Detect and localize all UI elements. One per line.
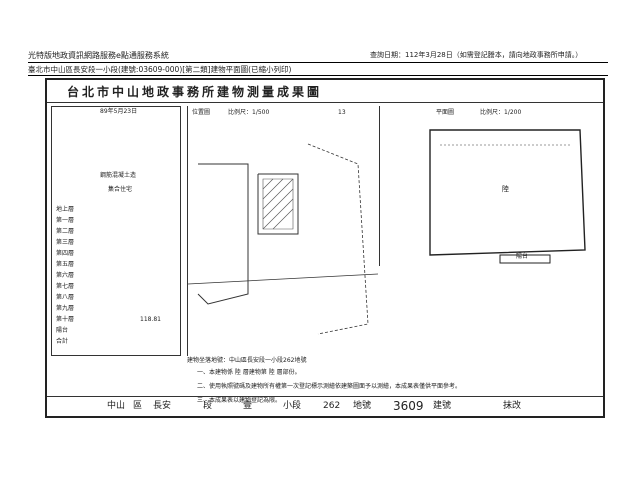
balcony-label: 陽台 — [516, 253, 529, 260]
table-row: 第九層 — [56, 305, 75, 312]
footer-land-label: 地號 — [353, 401, 372, 411]
title-rule — [47, 102, 603, 103]
query-info: 查詢日期：112年3月28日（如需登記謄本，請向地政事務所申請。） — [370, 51, 583, 59]
footer-rest: 抹改 — [503, 401, 522, 411]
floor-plan: 平面圖 比例尺：1/200 陸 陽台 — [379, 106, 602, 266]
note-3: 三、本成果表以建物登記為限。 — [197, 397, 282, 404]
table-row: 第十層 — [56, 316, 75, 323]
table-row: 第七層 — [56, 283, 75, 290]
left-table: 89年5月23日 鋼筋混凝土造 集合住宅 118.81 地上層第一層第二層第三層… — [51, 106, 181, 356]
table-row: 第一層 — [56, 217, 75, 224]
footer-subsection: 壹 — [243, 401, 253, 411]
plan-note: 平面圖 — [436, 109, 455, 116]
table-row: 第四層 — [56, 250, 75, 257]
survey-document: 台北市中山地政事務所建物測量成果圖 89年5月23日 鋼筋混凝土造 集合住宅 1… — [45, 78, 605, 418]
footer-district: 中山 — [107, 401, 126, 411]
footer-section-label: 段 — [203, 401, 213, 411]
header-divider-2 — [28, 75, 608, 76]
system-name: 光特版地政資訊網路服務e點通服務系統 — [28, 51, 169, 60]
header-divider — [28, 62, 608, 63]
footer-land-no: 262 — [323, 401, 341, 411]
note-2: 二、使用執照號碼及建物所有權第一次登記標示測繪依建築圖面予以測繪，本成果表僅供平… — [197, 383, 462, 390]
doc-title: 臺北市中山區長安段一小段(建號:03609-000)[第二類]建物平面圖(已縮小… — [28, 65, 292, 74]
footer-section: 長安 — [153, 401, 172, 411]
table-row: 第二層 — [56, 228, 75, 235]
scale-left: 比例尺：1/500 — [228, 109, 270, 116]
location-note: 位置圖 — [192, 109, 211, 116]
table-row: 合計 — [56, 338, 69, 345]
survey-title: 台北市中山地政事務所建物測量成果圖 — [67, 85, 323, 99]
plan-sketch — [429, 129, 586, 264]
footer-district-label: 區 — [133, 401, 143, 411]
floor-label: 陸 — [502, 185, 509, 193]
structure: 鋼筋混凝土造 — [100, 172, 137, 179]
area-total: 118.81 — [140, 316, 161, 323]
location-sketch — [188, 143, 378, 335]
footer-bldg-no: 3609 — [393, 399, 424, 413]
table-row: 地上層 — [56, 206, 75, 213]
parcel-no: 13 — [338, 109, 346, 116]
table-row: 第三層 — [56, 239, 75, 246]
location-map: 位置圖 比例尺：1/500 13 — [187, 106, 378, 356]
scale-right: 比例尺：1/200 — [480, 109, 522, 116]
table-row: 第五層 — [56, 261, 75, 268]
footer-rule — [47, 396, 603, 397]
land-note: 建物坐落地號：中山區長安段一小段262地號 — [187, 357, 307, 364]
note-1: 一、本建物係 陸 層建物第 陸 層部份。 — [197, 369, 301, 376]
use: 集合住宅 — [108, 186, 133, 193]
footer-bldg-label: 建號 — [433, 401, 452, 411]
table-row: 陽台 — [56, 327, 69, 334]
footer-subsection-label: 小段 — [283, 401, 302, 411]
table-row: 第六層 — [56, 272, 75, 279]
table-row: 第八層 — [56, 294, 75, 301]
date-value: 89年5月23日 — [100, 108, 138, 115]
